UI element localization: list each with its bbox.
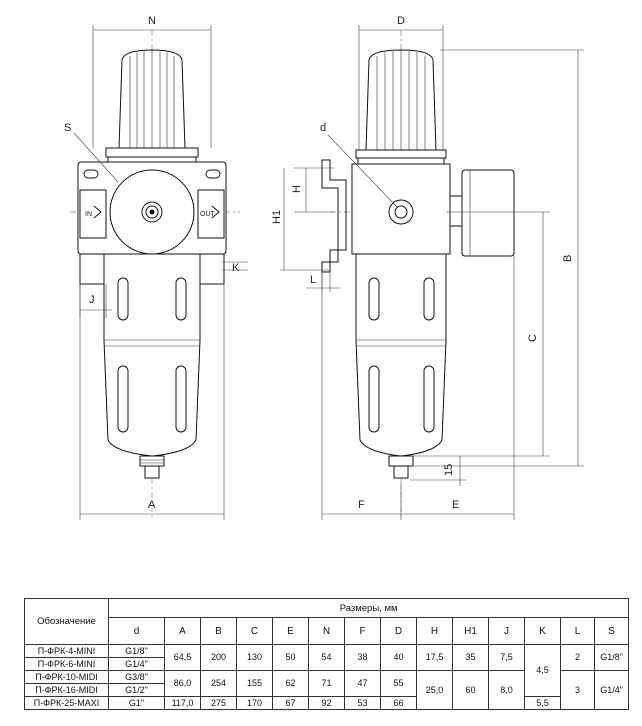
col-header: B xyxy=(200,617,237,645)
cell-N: 71 xyxy=(308,670,345,697)
col-header: K xyxy=(524,617,561,645)
cell-D: 55 xyxy=(380,670,417,697)
dim-H: H xyxy=(291,185,303,193)
cell-E: 67 xyxy=(272,696,309,710)
model-name: П-ФРК-16-MIDI xyxy=(24,683,109,697)
cell-N: 54 xyxy=(308,644,345,671)
port-out-label: OUT xyxy=(200,211,216,218)
front-view: IN OUT N S xyxy=(64,15,248,520)
col-header: D xyxy=(380,617,417,645)
cell-d: G1/4" xyxy=(108,657,165,671)
col-header: d xyxy=(108,617,165,645)
dimensions-table: Обозначение Размеры, мм d A B C E N F D … xyxy=(24,598,630,710)
cell-d: G3/8" xyxy=(108,670,165,684)
col-header: A xyxy=(164,617,201,645)
cell-L: 2 xyxy=(560,644,595,671)
cell-B: 254 xyxy=(200,670,237,697)
col-header: L xyxy=(560,617,595,645)
pressure-gauge xyxy=(461,169,515,257)
technical-drawing: IN OUT N S xyxy=(64,15,584,520)
designation-header: Обозначение xyxy=(24,598,109,645)
cell-d: G1/2" xyxy=(108,683,165,697)
cell-D: 40 xyxy=(380,644,417,671)
dim-L: L xyxy=(310,274,316,286)
dim-C: C xyxy=(527,334,539,342)
dim-A: A xyxy=(148,499,156,511)
cell-K: 4,5 xyxy=(524,644,561,697)
col-header: C xyxy=(236,617,273,645)
cell-H: 25,0 xyxy=(416,670,453,710)
col-header: H1 xyxy=(452,617,489,645)
table-row: П-ФРК-10-MIDI G3/8" 86,0 254 155 62 71 4… xyxy=(24,670,630,710)
cell-H1: 60 xyxy=(452,670,489,710)
cell-D: 66 xyxy=(380,696,417,710)
cell-H: 17,5 xyxy=(416,644,453,671)
cell-A: 64,5 xyxy=(164,644,201,671)
dim-N: N xyxy=(148,15,156,27)
cell-S: G1/4" xyxy=(593,670,630,710)
cell-N: 92 xyxy=(308,696,345,710)
cell-L: 3 xyxy=(560,670,595,710)
col-header: S xyxy=(593,617,630,645)
dim-J: J xyxy=(89,294,95,306)
dim-B: B xyxy=(562,255,574,262)
col-header: E xyxy=(272,617,309,645)
col-header: F xyxy=(344,617,381,645)
cell-H1: 35 xyxy=(452,644,489,671)
table-row: П-ФРК-25-MAXI G1" 117,0 275 170 67 92 53… xyxy=(24,696,629,710)
cell-F: 47 xyxy=(344,670,381,697)
model-name: П-ФРК-10-MIDI xyxy=(24,670,109,684)
cell-J: 8,0 xyxy=(488,670,525,710)
model-name: П-ФРК-25-MAXI xyxy=(24,696,109,710)
dim-S: S xyxy=(64,122,71,134)
cell-C: 155 xyxy=(236,670,273,697)
regulator-body-side xyxy=(351,163,451,255)
model-name: П-ФРК-6-MINI xyxy=(24,657,109,671)
cell-d: G1" xyxy=(108,696,165,710)
col-header: H xyxy=(416,617,453,645)
cell-K: 5,5 xyxy=(524,696,561,710)
dimensions-header: Размеры, мм xyxy=(107,598,630,618)
col-header: J xyxy=(488,617,525,645)
cell-C: 130 xyxy=(236,644,273,671)
cell-C: 170 xyxy=(236,696,273,710)
dim-15: 15 xyxy=(443,464,455,476)
side-view: D d H H1 L B C 15 F xyxy=(271,15,584,520)
cell-B: 275 xyxy=(200,696,237,710)
cell-A: 86,0 xyxy=(164,670,201,697)
cell-E: 50 xyxy=(272,644,309,671)
cell-d: G1/8" xyxy=(108,644,165,658)
cell-E: 62 xyxy=(272,670,309,697)
dim-F: F xyxy=(358,499,365,511)
table-row: П-ФРК-4-MINI G1/8" 64,5 200 130 50 54 38… xyxy=(24,644,630,697)
cell-J: 7,5 xyxy=(488,644,525,671)
cell-F: 53 xyxy=(344,696,381,710)
col-header: N xyxy=(308,617,345,645)
port-in-label: IN xyxy=(85,211,92,218)
cell-S: G1/8" xyxy=(593,644,630,671)
cell-F: 38 xyxy=(344,644,381,671)
cell-B: 200 xyxy=(200,644,237,671)
dim-H1: H1 xyxy=(271,210,283,224)
dim-K: K xyxy=(232,262,240,274)
dim-E: E xyxy=(452,499,459,511)
dim-d: d xyxy=(320,122,326,134)
model-name: П-ФРК-4-MINI xyxy=(24,644,109,658)
cell-A: 117,0 xyxy=(164,696,201,710)
mounting-bracket xyxy=(321,159,347,273)
dim-D: D xyxy=(397,15,405,27)
